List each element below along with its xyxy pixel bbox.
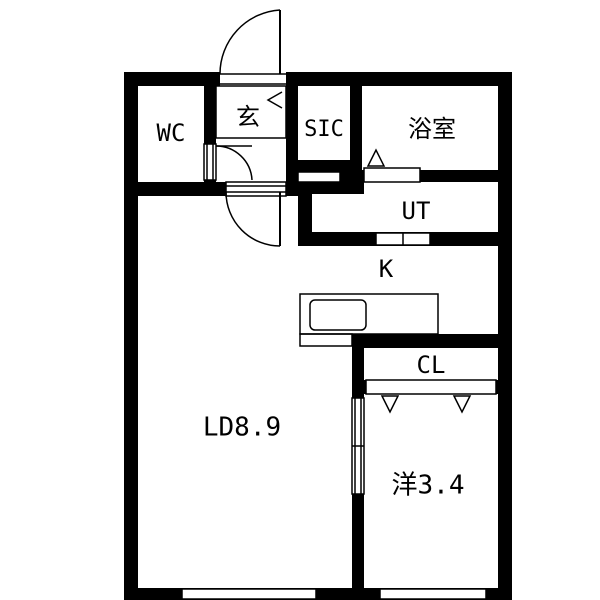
wall-western-left-upper bbox=[352, 334, 364, 398]
ld-door bbox=[225, 181, 287, 247]
ut-door bbox=[375, 232, 431, 246]
genkan-outline bbox=[215, 85, 287, 139]
label-sic: SIC bbox=[304, 117, 344, 142]
closet-door-left bbox=[380, 395, 400, 414]
label-closet: CL bbox=[417, 351, 446, 379]
wc-door bbox=[203, 143, 253, 181]
wall-sic-left bbox=[286, 72, 298, 196]
counter-base bbox=[299, 333, 353, 347]
bath-door bbox=[363, 148, 421, 183]
wall-sic-bottom bbox=[286, 160, 362, 172]
sic-door bbox=[297, 171, 341, 183]
counter-body bbox=[299, 293, 439, 335]
sic-door-opening bbox=[297, 171, 341, 183]
wall-top-wc bbox=[124, 72, 220, 86]
closet-doors bbox=[365, 379, 497, 414]
wall-sic-right bbox=[350, 72, 362, 180]
wall-top-right bbox=[286, 72, 512, 86]
bath-door-arrow bbox=[366, 148, 386, 167]
wc-door-opening bbox=[203, 143, 217, 181]
entrance bbox=[219, 9, 286, 88]
wall-ut-step-b bbox=[340, 170, 364, 194]
wall-western-left-lower bbox=[352, 494, 364, 600]
wall-genkan-bottom bbox=[216, 182, 226, 196]
window-ld-bottom bbox=[181, 588, 317, 600]
closet-door-right bbox=[452, 395, 472, 414]
wall-ut-left bbox=[298, 182, 312, 246]
windows bbox=[181, 588, 487, 600]
ld-door-swing bbox=[225, 191, 281, 247]
room-labels: WC 玄 SIC 浴室 UT K CL LD8.9 洋3.4 bbox=[157, 103, 465, 501]
wall-cl-top bbox=[352, 334, 512, 348]
label-bath: 浴室 bbox=[408, 115, 456, 143]
ld-door-opening bbox=[225, 181, 287, 197]
label-kitchen: K bbox=[379, 255, 394, 283]
entrance-door-swing bbox=[219, 9, 281, 75]
wall-left bbox=[124, 72, 138, 600]
interior-walls bbox=[124, 72, 512, 600]
wc-door-swing bbox=[215, 145, 253, 181]
kitchen-counter bbox=[299, 293, 439, 347]
label-wc: WC bbox=[157, 119, 186, 147]
wall-wc-bottom bbox=[124, 182, 216, 196]
genkan-arrow bbox=[266, 91, 283, 109]
window-western-bottom bbox=[379, 588, 487, 600]
label-ld: LD8.9 bbox=[203, 413, 281, 443]
western-sliding-door bbox=[351, 397, 365, 495]
label-ut: UT bbox=[402, 197, 431, 225]
sink bbox=[309, 299, 367, 331]
bath-door-opening bbox=[363, 167, 421, 183]
label-genkan: 玄 bbox=[236, 103, 260, 131]
genkan-step bbox=[215, 85, 287, 139]
closet-opening bbox=[365, 379, 497, 395]
label-western: 洋3.4 bbox=[392, 471, 465, 501]
